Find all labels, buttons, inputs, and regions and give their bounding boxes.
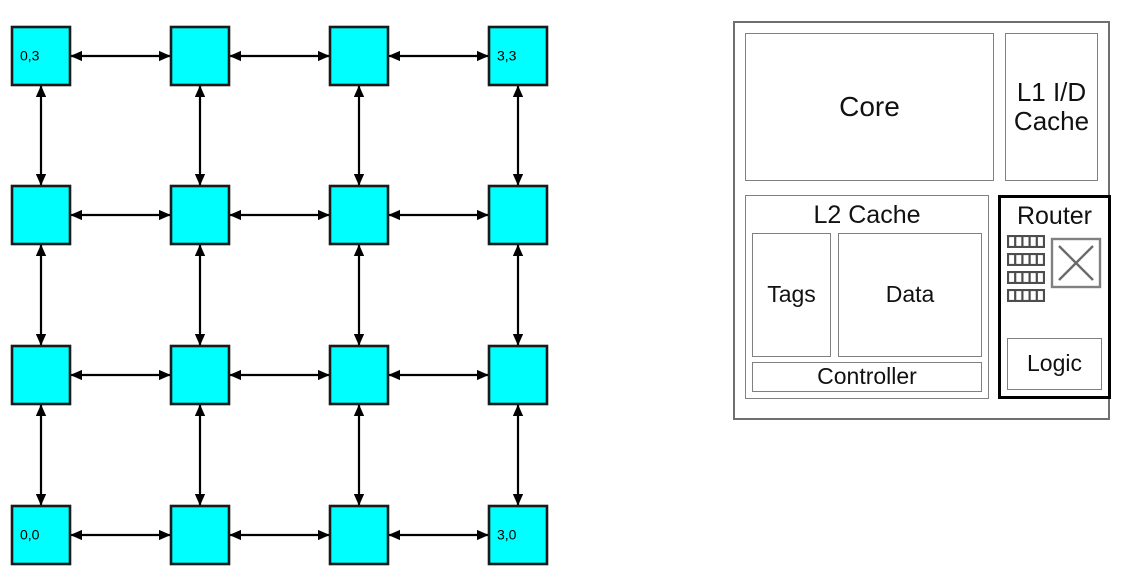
l2-data-block[interactable]: Data <box>838 233 982 357</box>
mesh-node[interactable] <box>169 184 231 246</box>
mesh-node-label: 0,3 <box>20 48 40 64</box>
mesh-node[interactable]: 0,0 <box>10 504 72 566</box>
mesh-node-rect[interactable] <box>487 25 549 87</box>
mesh-node-rect[interactable] <box>10 504 72 566</box>
l1-cache-block[interactable]: L1 I/D Cache <box>1005 33 1098 181</box>
l2-arrays-row: Tags Data <box>752 233 982 357</box>
mesh-node[interactable] <box>169 344 231 406</box>
router-logic-label: Logic <box>1027 350 1082 377</box>
crossbar-switch-icon <box>1050 237 1102 289</box>
mesh-node-rect[interactable] <box>169 504 231 566</box>
mesh-node-label: 3,3 <box>497 48 517 64</box>
mesh-node[interactable] <box>169 25 231 87</box>
tile-top-row: Core L1 I/D Cache <box>745 33 1098 181</box>
core-block[interactable]: Core <box>745 33 994 181</box>
mesh-node-rect[interactable] <box>10 184 72 246</box>
mesh-node-label: 3,0 <box>497 527 517 543</box>
router-label: Router <box>1016 202 1093 230</box>
mesh-node[interactable]: 0,3 <box>10 25 72 87</box>
router-logic-block[interactable]: Logic <box>1007 338 1102 390</box>
mesh-node-rect[interactable] <box>169 184 231 246</box>
crossbar-wrap <box>1050 234 1102 294</box>
mesh-node[interactable] <box>328 504 390 566</box>
mesh-node[interactable] <box>169 504 231 566</box>
mesh-node-rect[interactable] <box>10 344 72 406</box>
l2-controller-block[interactable]: Controller <box>752 362 982 392</box>
core-label: Core <box>839 91 900 123</box>
l2-tags-label: Tags <box>767 281 816 308</box>
mesh-node[interactable] <box>328 344 390 406</box>
mesh-horizontal-links <box>70 50 489 541</box>
mesh-node-rect[interactable] <box>328 344 390 406</box>
mesh-node[interactable] <box>10 344 72 406</box>
fifo-buffer-icon <box>1007 271 1045 284</box>
mesh-vertical-links <box>35 85 524 506</box>
mesh-node[interactable] <box>487 344 549 406</box>
mesh-node-rect[interactable] <box>169 344 231 406</box>
l2-data-label: Data <box>885 281 935 308</box>
l2-cache-block[interactable]: L2 Cache Tags Data Controller <box>745 195 989 399</box>
tile-block-diagram: Core L1 I/D Cache L2 Cache Tags Data Con… <box>733 21 1111 420</box>
mesh-node[interactable]: 3,3 <box>487 25 549 87</box>
fifo-buffer-icon <box>1007 289 1045 302</box>
mesh-node[interactable] <box>487 184 549 246</box>
l2-cache-label: L2 Cache <box>813 201 921 229</box>
mesh-node-rect[interactable] <box>487 184 549 246</box>
l2-controller-label: Controller <box>817 363 917 390</box>
mesh-node-rect[interactable] <box>487 504 549 566</box>
mesh-node-label: 0,0 <box>20 527 40 543</box>
router-internals <box>1007 232 1102 334</box>
router-block[interactable]: Router <box>998 195 1111 399</box>
mesh-node[interactable] <box>10 184 72 246</box>
mesh-svg: 0,3 3,3 <box>10 25 549 566</box>
router-fifo-group <box>1007 234 1045 302</box>
mesh-node[interactable]: 3,0 <box>487 504 549 566</box>
mesh-node-rect[interactable] <box>169 25 231 87</box>
mesh-node-rect[interactable] <box>328 184 390 246</box>
mesh-node-rect[interactable] <box>328 504 390 566</box>
mesh-node-rect[interactable] <box>328 25 390 87</box>
mesh-node[interactable] <box>328 184 390 246</box>
mesh-network-figure: 0,3 3,3 <box>10 25 549 566</box>
fifo-buffer-icon <box>1007 235 1045 248</box>
l1-cache-label: L1 I/D Cache <box>1013 76 1090 136</box>
fifo-buffer-icon <box>1007 253 1045 266</box>
l2-tags-block[interactable]: Tags <box>752 233 831 357</box>
tile-bottom-row: L2 Cache Tags Data Controller Router <box>745 195 1111 399</box>
mesh-node-rect[interactable] <box>487 344 549 406</box>
mesh-node-rect[interactable] <box>10 25 72 87</box>
mesh-node[interactable] <box>328 25 390 87</box>
